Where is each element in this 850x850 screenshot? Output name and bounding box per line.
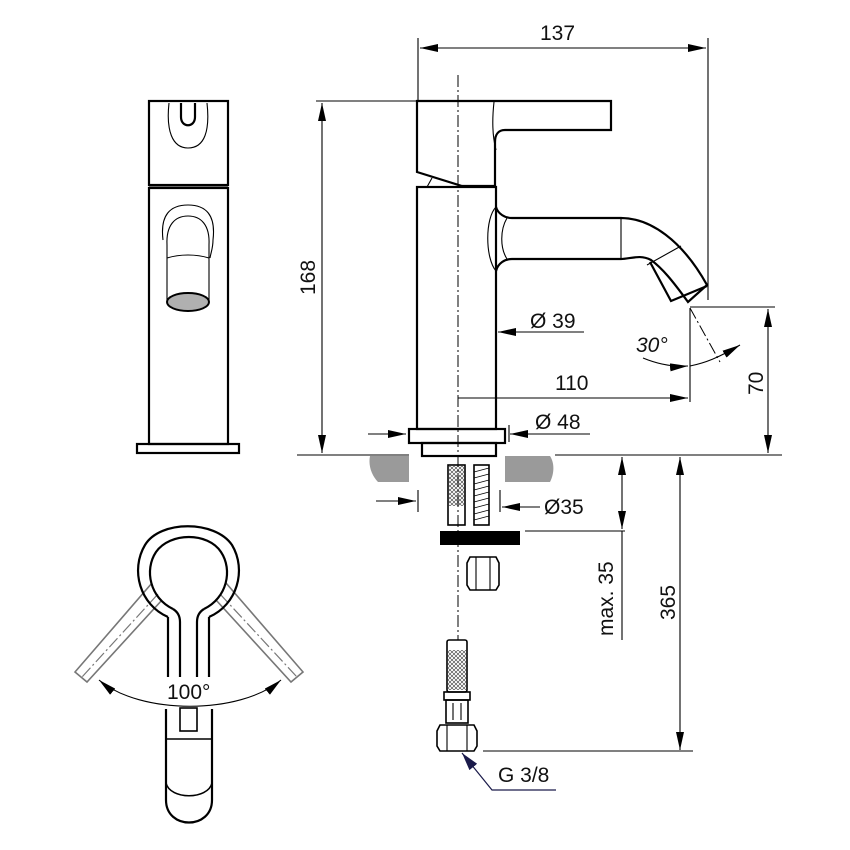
dim-base-diameter: Ø 48 [535,411,581,434]
spout [494,206,709,304]
front-view [135,99,241,455]
dim-110: 110 [555,372,588,395]
dim-137: 137 [540,22,575,45]
lever-slot-inner [179,103,197,127]
lever-handle [164,709,214,824]
spout-arc-outer [161,204,215,259]
dim-30-deg: 30° [636,334,668,357]
lever-slot-outer [167,102,209,149]
fixing-nut [466,556,500,591]
dim-body-diameter: Ø 39 [530,310,576,333]
lever [415,99,613,188]
dim-100-deg: 100° [167,681,210,704]
front-base-plate [135,442,241,455]
aerator-icon [166,292,210,312]
side-view [407,75,709,640]
lever-head [147,99,230,187]
ghost-lever-right [215,582,305,684]
front-body [147,186,230,446]
dim-hole-diameter: Ø35 [544,496,584,519]
top-view: 100° [73,525,305,824]
body [415,185,498,431]
dim-max-35: max. 35 [595,561,618,636]
base-collar [420,441,498,458]
fixing-washer [440,531,520,545]
mounting-hardware [436,464,520,752]
dim-g38: G 3/8 [498,764,549,787]
ghost-lever-left [73,582,163,684]
base-ring [407,427,507,445]
counter-section [297,454,782,482]
hose-connector [436,724,478,752]
lever-ring [136,525,241,619]
dim-70: 70 [745,372,768,395]
dim-168: 168 [297,260,320,295]
dimensions: 137 168 Ø 39 110 Ø 48 30° 70 Ø35 [297,22,775,791]
dim-365: 365 [657,585,680,620]
